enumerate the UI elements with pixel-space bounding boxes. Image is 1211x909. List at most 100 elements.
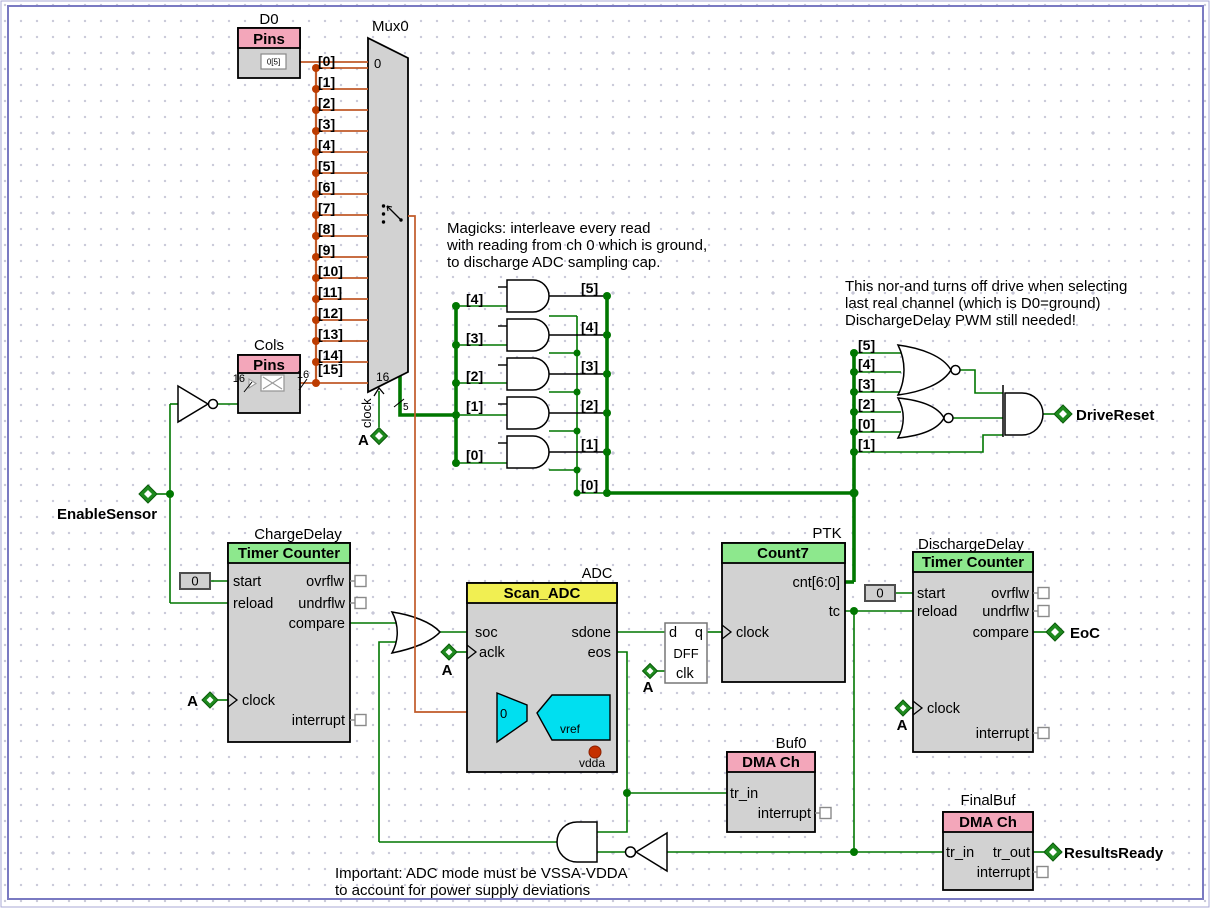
terminal-a-dff[interactable]: A — [641, 662, 659, 697]
green-junction-dots — [166, 292, 859, 856]
cols-title: Cols — [254, 337, 284, 354]
svg-text:[7]: [7] — [318, 200, 335, 216]
chargedelay-component[interactable]: ChargeDelay Timer Counter start reload o… — [227, 526, 367, 743]
inverter-enable[interactable] — [177, 384, 219, 424]
d0-pins-component[interactable]: D0 Pins 0[5] — [237, 11, 301, 79]
svg-text:A: A — [187, 693, 198, 710]
svg-text:Magicks: interleave every read: Magicks: interleave every read — [447, 220, 650, 237]
dischargedelay-const0[interactable]: 0 — [864, 584, 896, 602]
svg-text:[1]: [1] — [581, 436, 598, 452]
annotation-magicks: Magicks: interleave every read with read… — [446, 220, 707, 271]
svg-text:5: 5 — [403, 402, 409, 413]
svg-text:clock: clock — [736, 625, 770, 641]
finalbuf-component[interactable]: FinalBuf DMA Ch tr_in tr_out interrupt — [942, 792, 1049, 891]
svg-text:[3]: [3] — [466, 330, 483, 346]
dischargedelay-type: Timer Counter — [922, 554, 1024, 571]
d0-type: Pins — [253, 31, 285, 48]
adc-type: Scan_ADC — [504, 585, 581, 602]
chargedelay-type: Timer Counter — [238, 545, 340, 562]
svg-text:tr_in: tr_in — [730, 786, 758, 802]
svg-text:This nor-and turns off drive w: This nor-and turns off drive when select… — [845, 278, 1127, 295]
chargedelay-title: ChargeDelay — [254, 526, 342, 543]
adc-component[interactable]: ADC Scan_ADC soc aclk sdone eos 0 vref v… — [466, 566, 618, 773]
terminal-enablesensor[interactable]: EnableSensor — [57, 484, 158, 523]
adc-title: ADC — [582, 566, 613, 582]
buf0-title: Buf0 — [776, 735, 807, 752]
nor-gate-lower[interactable] — [896, 397, 954, 439]
svg-text:[13]: [13] — [318, 326, 343, 342]
inverter-bottom[interactable] — [624, 831, 668, 873]
svg-text:[10]: [10] — [318, 263, 343, 279]
svg-text:[9]: [9] — [318, 242, 335, 258]
or-gate-soc[interactable] — [390, 611, 442, 655]
mux0-channel-labels: [0] [1] [2] [3] [4] [5] [6] [7] [8] [9] … — [318, 53, 343, 377]
finalbuf-title: FinalBuf — [960, 792, 1016, 809]
dischargedelay-terminators — [1033, 586, 1050, 740]
terminal-a-mux-clock[interactable]: A — [358, 426, 389, 450]
svg-text:[12]: [12] — [318, 305, 343, 321]
svg-text:reload: reload — [917, 604, 957, 620]
dff-component[interactable]: d q DFF clk — [664, 622, 708, 684]
d0-pin-icon: 0[5] — [260, 53, 287, 70]
chargedelay-const0[interactable]: 0 — [179, 572, 211, 590]
svg-text:[1]: [1] — [466, 398, 483, 414]
ptk-type: Count7 — [757, 545, 809, 562]
svg-text:[3]: [3] — [318, 116, 335, 132]
svg-text:undrflw: undrflw — [982, 604, 1029, 620]
finalbuf-type: DMA Ch — [959, 814, 1017, 831]
mux0-clock-chevron — [373, 386, 385, 397]
adc-internal-mux: 0 — [496, 691, 528, 744]
svg-text:interrupt: interrupt — [976, 726, 1029, 742]
and-gate-bottom[interactable] — [556, 821, 598, 863]
svg-text:[0]: [0] — [858, 416, 875, 432]
svg-text:ovrflw: ovrflw — [991, 586, 1029, 602]
terminal-drivereset[interactable]: DriveReset — [1053, 404, 1154, 424]
svg-text:to discharge ADC sampling cap.: to discharge ADC sampling cap. — [447, 254, 660, 271]
and-gate-array[interactable] — [506, 279, 550, 469]
svg-text:A: A — [442, 662, 453, 679]
mux0-title: Mux0 — [372, 18, 409, 35]
ptk-component[interactable]: PTK Count7 cnt[6:0] tc clock — [721, 525, 846, 683]
resultsready-label: ResultsReady — [1064, 845, 1164, 862]
and-array-input-labels: [4] [3] [2] [1] [0] — [466, 291, 483, 463]
svg-text:aclk: aclk — [479, 645, 506, 661]
annotation-important: Important: ADC mode must be VSSA-VDDA to… — [335, 865, 628, 899]
svg-text:d: d — [669, 625, 677, 641]
svg-text:tr_out: tr_out — [993, 845, 1030, 861]
annotation-nor-and: This nor-and turns off drive when select… — [845, 278, 1127, 329]
dischargedelay-component[interactable]: DischargeDelay Timer Counter start reloa… — [912, 536, 1050, 753]
nor-bus-labels: [5] [4] [3] [2] [0] [1] — [858, 337, 875, 452]
terminal-resultsready[interactable]: ResultsReady — [1043, 842, 1164, 862]
nor-gate-upper[interactable] — [896, 344, 961, 396]
svg-text:undrflw: undrflw — [298, 596, 345, 612]
terminal-eoc[interactable]: EoC — [1045, 622, 1100, 642]
svg-text:last real channel (which is D0: last real channel (which is D0=ground) — [845, 295, 1101, 312]
terminal-a-adc[interactable]: A — [440, 643, 458, 679]
svg-text:[1]: [1] — [858, 436, 875, 452]
clock-chevron — [227, 692, 239, 708]
svg-text:[1]: [1] — [318, 74, 335, 90]
svg-text:eos: eos — [588, 645, 611, 661]
svg-text:A: A — [643, 679, 654, 696]
dischargedelay-title: DischargeDelay — [918, 536, 1024, 553]
mux0-clock-label: clock — [359, 398, 374, 428]
gate-stub-wires[interactable] — [498, 286, 607, 453]
svg-text:interrupt: interrupt — [977, 865, 1030, 881]
svg-text:[0]: [0] — [466, 447, 483, 463]
cols-pins-component[interactable]: Cols Pins 16 16 — [233, 337, 309, 414]
mux0-component[interactable]: Mux0 0 16 clock 5 — [359, 18, 409, 428]
svg-text:interrupt: interrupt — [292, 713, 345, 729]
and-gate-drivereset[interactable] — [1002, 385, 1044, 437]
svg-text:start: start — [233, 574, 261, 590]
svg-text:A: A — [897, 717, 908, 734]
eoc-label: EoC — [1070, 625, 1100, 642]
mux0-input0-label: 0 — [374, 56, 381, 71]
green-wires[interactable] — [157, 305, 1054, 853]
svg-text:[4]: [4] — [858, 356, 875, 372]
cols-bus-width-right: 16 — [297, 369, 309, 391]
terminal-a-chargedelay[interactable]: A — [187, 691, 219, 710]
buf0-component[interactable]: Buf0 DMA Ch tr_in interrupt — [726, 735, 832, 833]
terminal-a-dischargedelay[interactable]: A — [894, 699, 912, 734]
svg-text:vref: vref — [560, 722, 581, 736]
